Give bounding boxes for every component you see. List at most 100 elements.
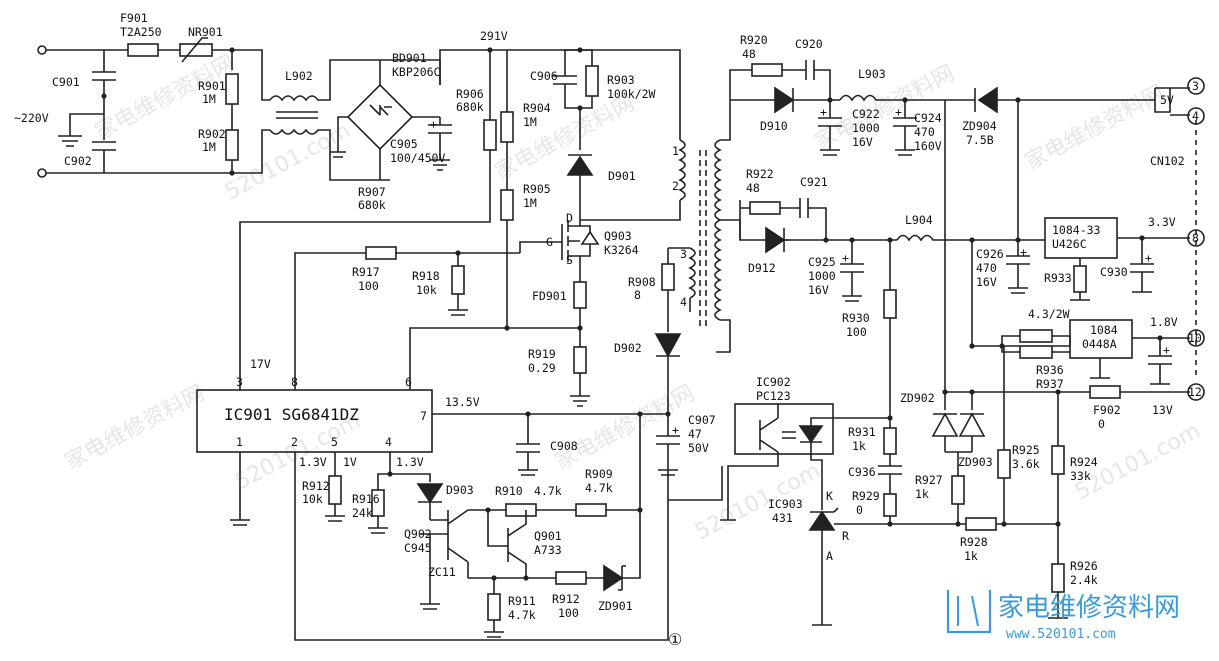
resistor-r918 bbox=[451, 265, 465, 295]
c902-label: C902 bbox=[64, 154, 92, 168]
c936-label: C936 bbox=[848, 465, 876, 479]
resistor-r927 bbox=[951, 475, 965, 505]
c924-plus: + bbox=[895, 105, 902, 119]
r925-value: 3.6k bbox=[1012, 457, 1040, 471]
c925-value1: 1000 bbox=[808, 269, 836, 283]
r901-value: 1M bbox=[202, 92, 216, 106]
optocoupler-ic902 bbox=[734, 403, 834, 455]
q903-label: Q903 bbox=[604, 229, 632, 243]
pin-7: 7 bbox=[420, 409, 427, 423]
resistor-r908 bbox=[661, 263, 675, 291]
r928-value: 1k bbox=[964, 549, 978, 563]
r931-value: 1k bbox=[852, 439, 866, 453]
resistor-r909 bbox=[575, 503, 607, 517]
r926-value: 2.4k bbox=[1070, 573, 1098, 587]
logo-text: 家电维修资料网 bbox=[998, 593, 1180, 623]
logo-url: www.520101.com bbox=[1006, 627, 1116, 642]
r903-value: 100k/2W bbox=[607, 87, 656, 101]
c922-value2: 16V bbox=[852, 135, 873, 149]
resistor-r924 bbox=[1051, 445, 1065, 475]
connector-cn102: 3 4 8 10 12 CN102 bbox=[1150, 77, 1205, 401]
ic901-controller: IC901 SG6841DZ 3 8 6 7 1 2 5 4 17V 13.5V… bbox=[196, 357, 671, 641]
protection-latch: D903 Q902 C945 ZC11 R910 4.7k R909 4.7k … bbox=[390, 414, 682, 649]
resistor-r936 bbox=[1019, 329, 1053, 343]
zd904-value: 7.5B bbox=[966, 133, 994, 147]
fd901-label: FD901 bbox=[532, 289, 567, 303]
r931-label: R931 bbox=[848, 425, 876, 439]
regulator-1084 bbox=[1069, 319, 1133, 359]
c922-plus: + bbox=[820, 105, 827, 119]
c926-plus: + bbox=[1020, 245, 1027, 259]
c924-value2: 160V bbox=[914, 139, 942, 153]
d910-label: D910 bbox=[760, 119, 788, 133]
t-pin-2: 2 bbox=[672, 179, 679, 193]
r907-label: R907 bbox=[358, 185, 386, 199]
d901-label: D901 bbox=[608, 169, 636, 183]
ic902-value: PC123 bbox=[756, 389, 791, 403]
zd903-label: ZD903 bbox=[958, 455, 993, 469]
resistor-r928 bbox=[965, 517, 997, 531]
pin-s: S bbox=[566, 253, 573, 267]
r927-label: R927 bbox=[915, 473, 943, 487]
fuse-f901 bbox=[127, 43, 159, 57]
r912b-value: 100 bbox=[558, 606, 579, 620]
r916-label: R916 bbox=[352, 492, 380, 506]
fuse-f902 bbox=[1089, 385, 1121, 399]
ic901-body bbox=[196, 389, 433, 453]
c921-label: C921 bbox=[800, 175, 828, 189]
c926-value2: 16V bbox=[976, 275, 997, 289]
r929-label: R929 bbox=[852, 489, 880, 503]
zc11-label: ZC11 bbox=[428, 565, 456, 579]
cn102-pin-8 bbox=[1187, 229, 1205, 247]
l902-label: L902 bbox=[285, 69, 313, 83]
d912-label: D912 bbox=[748, 261, 776, 275]
r930-value: 100 bbox=[846, 325, 867, 339]
r907-value: 680k bbox=[358, 198, 386, 212]
r912a-label: R912 bbox=[302, 479, 330, 493]
v33-label: 3.3V bbox=[1148, 215, 1176, 229]
primary-switch: C906 R903 100k/2W D901 D G S Q903 K3264 … bbox=[395, 47, 681, 407]
v1-label: 1V bbox=[343, 455, 357, 469]
r918-value: 10k bbox=[416, 283, 437, 297]
c920-label: C920 bbox=[795, 37, 823, 51]
pin-3-label: 3 bbox=[1192, 79, 1199, 93]
pin-8-label: 8 bbox=[1192, 231, 1199, 245]
r916-value: 24k bbox=[352, 506, 373, 520]
t-pin-4: 4 bbox=[680, 295, 687, 309]
c930-plus: + bbox=[1145, 251, 1152, 265]
c905-value: 100/450V bbox=[390, 151, 445, 165]
q903-value: K3264 bbox=[604, 243, 639, 257]
pin-1: 1 bbox=[236, 435, 243, 449]
r908-label: R908 bbox=[628, 275, 656, 289]
c925-label: C925 bbox=[808, 255, 836, 269]
cn102-pin-12 bbox=[1187, 383, 1205, 401]
r904-label: R904 bbox=[523, 101, 551, 115]
c924-value1: 470 bbox=[914, 125, 935, 139]
pin-6: 6 bbox=[405, 375, 412, 389]
output-1v8-13v: 4.3/2W R936 R937 1084 0448A + 1.8V F902 … bbox=[942, 307, 1190, 431]
c925-plus: + bbox=[842, 251, 849, 265]
c924-label: C924 bbox=[914, 111, 942, 125]
resistor-r925 bbox=[997, 449, 1011, 479]
output-5v: R920 48 C920 D910 + C922 1000 16V L903 +… bbox=[729, 33, 1190, 392]
r924-label: R924 bbox=[1070, 455, 1098, 469]
watermark-text: 家电维修资料网 bbox=[1021, 81, 1169, 175]
r909-value: 4.7k bbox=[585, 481, 613, 495]
u1084b-value: 0448A bbox=[1082, 337, 1117, 351]
zd904-label: ZD904 bbox=[962, 119, 997, 133]
r905-value: 1M bbox=[523, 196, 537, 210]
r927-value: 1k bbox=[915, 487, 929, 501]
r910-value: 4.7k bbox=[534, 484, 562, 498]
v17-label: 17V bbox=[250, 357, 271, 371]
c907-value2: 50V bbox=[688, 441, 709, 455]
v18-label: 1.8V bbox=[1150, 315, 1178, 329]
pin-10-label: 10 bbox=[1188, 331, 1202, 345]
q901-value: A733 bbox=[534, 543, 562, 557]
f901-label: F901 bbox=[120, 11, 148, 25]
resistor-r929 bbox=[883, 493, 897, 517]
input-terminal bbox=[37, 45, 47, 55]
pin-12-label: 12 bbox=[1188, 385, 1202, 399]
pin-a-label: A bbox=[826, 549, 833, 563]
resistor-r926 bbox=[1051, 563, 1065, 593]
d903-label: D903 bbox=[446, 483, 474, 497]
